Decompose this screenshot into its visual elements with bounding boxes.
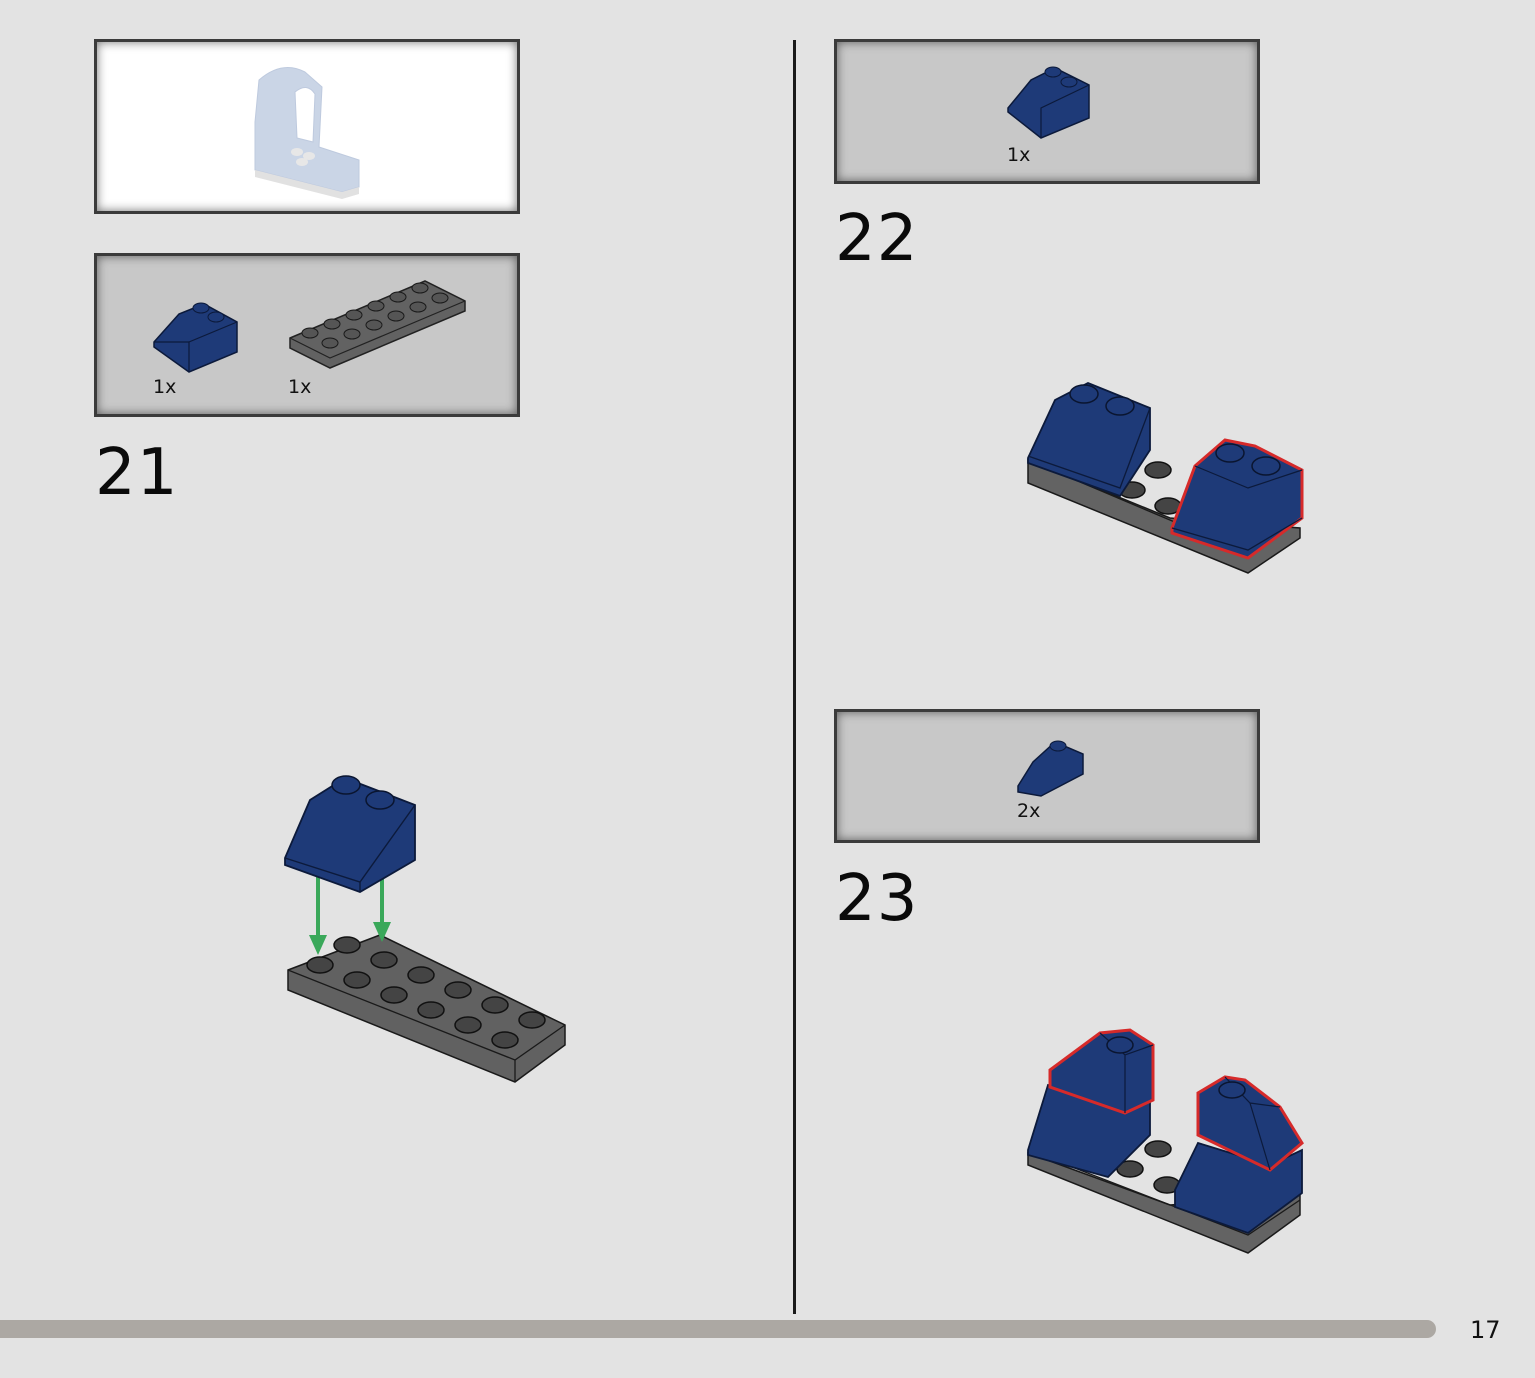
parts-list-step-21: 1x 1x [94, 253, 520, 417]
progress-bar [0, 1320, 1436, 1338]
page-number: 17 [1470, 1316, 1501, 1344]
step-21-build-illustration [284, 775, 566, 1083]
step-number-21: 21 [95, 436, 179, 510]
step-number-23: 23 [835, 862, 919, 936]
parts-list-step-22: 1x [834, 39, 1260, 184]
step-number-22: 22 [835, 202, 919, 276]
part-plate-image [289, 280, 466, 369]
column-divider [793, 40, 796, 1314]
part-slope-brick-image [153, 302, 238, 373]
part-small-slope-image [1017, 740, 1084, 797]
part-slope-brick-image [1007, 66, 1090, 139]
step-23-build-illustration [1027, 1028, 1304, 1254]
step-22-build-illustration [1027, 382, 1304, 574]
part-qty-small-slope: 2x [1017, 800, 1041, 822]
part-qty-slope: 1x [1007, 144, 1031, 166]
part-qty-slope: 1x [153, 376, 177, 398]
subassembly-callout [94, 39, 520, 214]
part-qty-plate: 1x [288, 376, 312, 398]
subassembly-arch-image [254, 67, 360, 199]
parts-list-step-23: 2x [834, 709, 1260, 843]
